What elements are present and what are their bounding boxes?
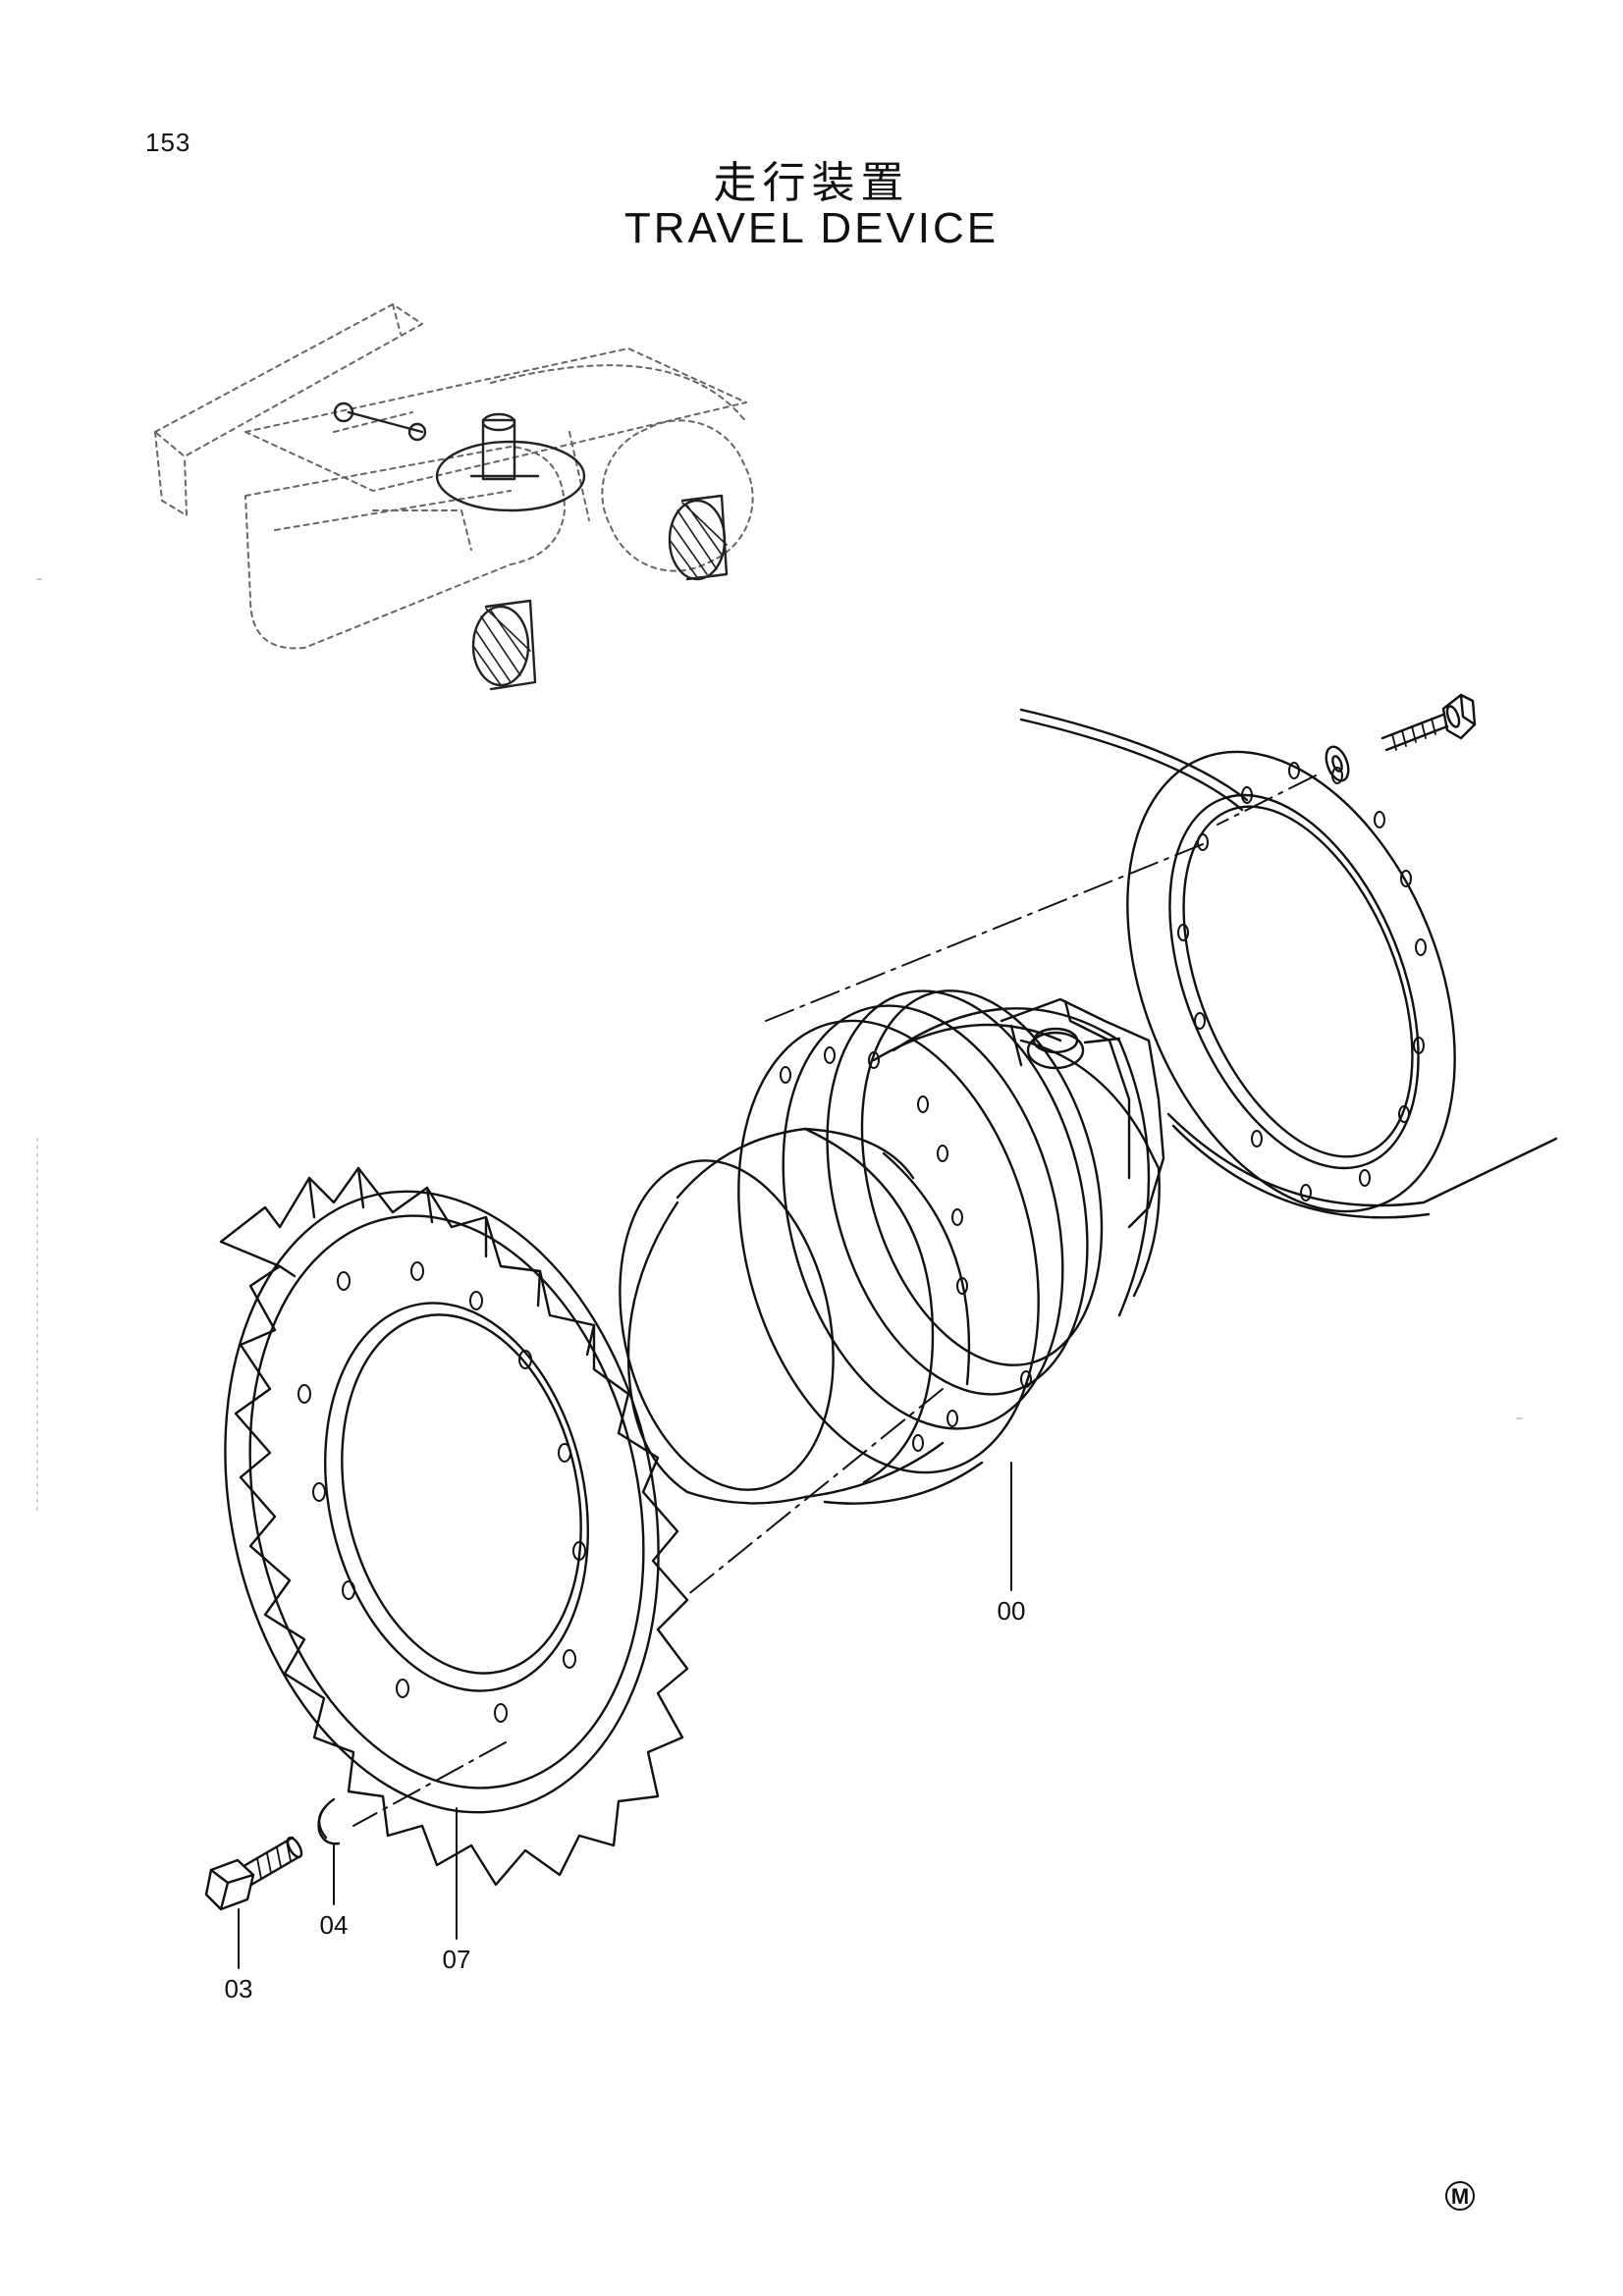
highlighted-travel-motor-left <box>471 599 537 691</box>
track-frame-mounting-flange <box>1126 750 1456 1213</box>
assembly-axis-lines <box>352 774 1317 1827</box>
sprocket-wheel <box>219 1166 689 1887</box>
page-number: 153 <box>145 128 191 157</box>
callout-03: 03 <box>225 1974 253 2003</box>
circled-m-mark: M <box>1445 2181 1475 2211</box>
undercarriage-overview-illustration <box>154 303 754 691</box>
travel-motor-assembly <box>619 989 1165 1505</box>
sprocket-washer <box>317 1797 341 1845</box>
scan-margin-marks <box>36 578 1523 1513</box>
hydraulic-valve-block <box>1000 997 1165 1229</box>
callout-leader-lines <box>238 1462 1012 1969</box>
motor-mounting-washer <box>1325 745 1350 782</box>
track-frame-outline <box>1019 708 1558 1219</box>
callout-07: 07 <box>443 1945 471 1974</box>
callout-04: 04 <box>320 1910 349 1940</box>
circled-m-mark-letter: M <box>1451 2184 1469 2209</box>
page-title-english: TRAVEL DEVICE <box>623 204 1000 252</box>
sprocket-bolt <box>204 1836 303 1911</box>
page-title-japanese: 走行装置 <box>713 158 910 208</box>
callout-00: 00 <box>998 1596 1026 1626</box>
motor-mounting-bolt <box>1380 693 1477 752</box>
highlighted-travel-motor-right <box>668 494 729 581</box>
